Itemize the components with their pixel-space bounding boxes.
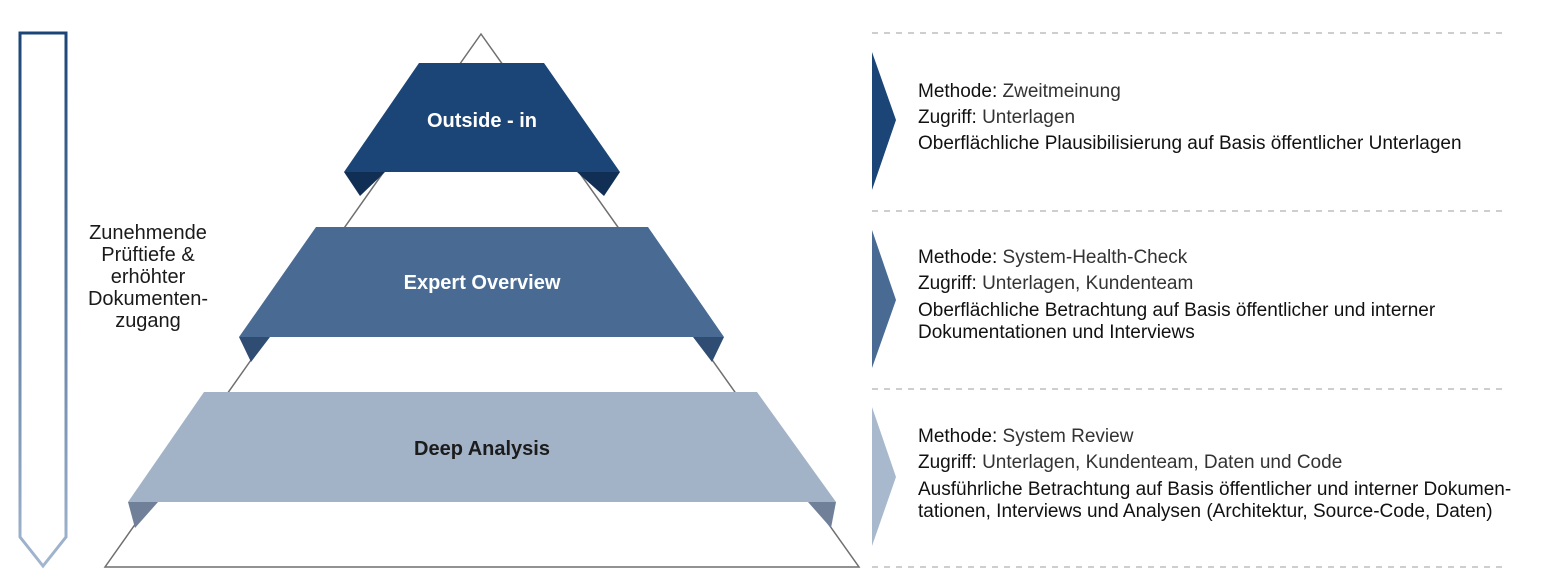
side-label-line: Dokumenten- [87,288,209,310]
methode-key: Methode: [918,247,998,268]
chevron-deep-analysis [872,407,896,546]
depth-arrow [18,31,68,569]
methode-key: Methode: [918,426,998,447]
tier-expert-overview [239,227,724,362]
description-deep-analysis: Methode: System Review Zugriff: Unterlag… [918,424,1511,523]
methode-value: System Review [1002,426,1134,447]
side-label-line: erhöhter [110,266,186,288]
side-label-line: Zunehmende [89,222,207,244]
description-line: Dokumentationen und Interviews [918,322,1195,343]
zugriff-key: Zugriff: [918,273,977,294]
side-label-line: zugang [115,310,181,332]
description-line: Ausführliche Betrachtung auf Basis öffen… [918,479,1512,500]
description-line: Oberflächliche Plausibilisierung auf Bas… [918,133,1462,154]
methode-key: Methode: [918,81,998,102]
methode-value: Zweitmeinung [1002,81,1121,102]
tier-expert-overview-band [239,227,724,337]
side-label: Zunehmende Prüftiefe & erhöhter Dokument… [68,222,228,332]
tier-deep-analysis [128,392,836,528]
tier-outside-in-band [344,63,620,172]
tier-outside-in [344,63,620,196]
chevron-outside-in [872,52,896,190]
description-expert-overview: Methode: System-Health-Check Zugriff: Un… [918,245,1435,344]
description-line: tationen, Interviews und Analysen (Archi… [918,501,1493,522]
side-label-line: Prüftiefe & [101,244,195,266]
description-outside-in: Methode: Zweitmeinung Zugriff: Unterlage… [918,79,1462,157]
zugriff-value: Unterlagen, Kundenteam, Daten und Code [982,452,1343,473]
dividers [872,32,1505,568]
tier-title-deep-analysis: Deep Analysis [414,438,550,460]
tier-title-expert-overview: Expert Overview [403,272,561,294]
zugriff-key: Zugriff: [918,107,977,128]
zugriff-value: Unterlagen, Kundenteam [982,273,1194,294]
tier-title-outside-in: Outside - in [427,110,537,132]
tier-deep-analysis-band [128,392,836,502]
zugriff-key: Zugriff: [918,452,977,473]
description-line: Oberflächliche Betrachtung auf Basis öff… [918,300,1436,321]
methode-value: System-Health-Check [1002,247,1188,268]
chevron-expert-overview [872,230,896,368]
zugriff-value: Unterlagen [982,107,1076,128]
